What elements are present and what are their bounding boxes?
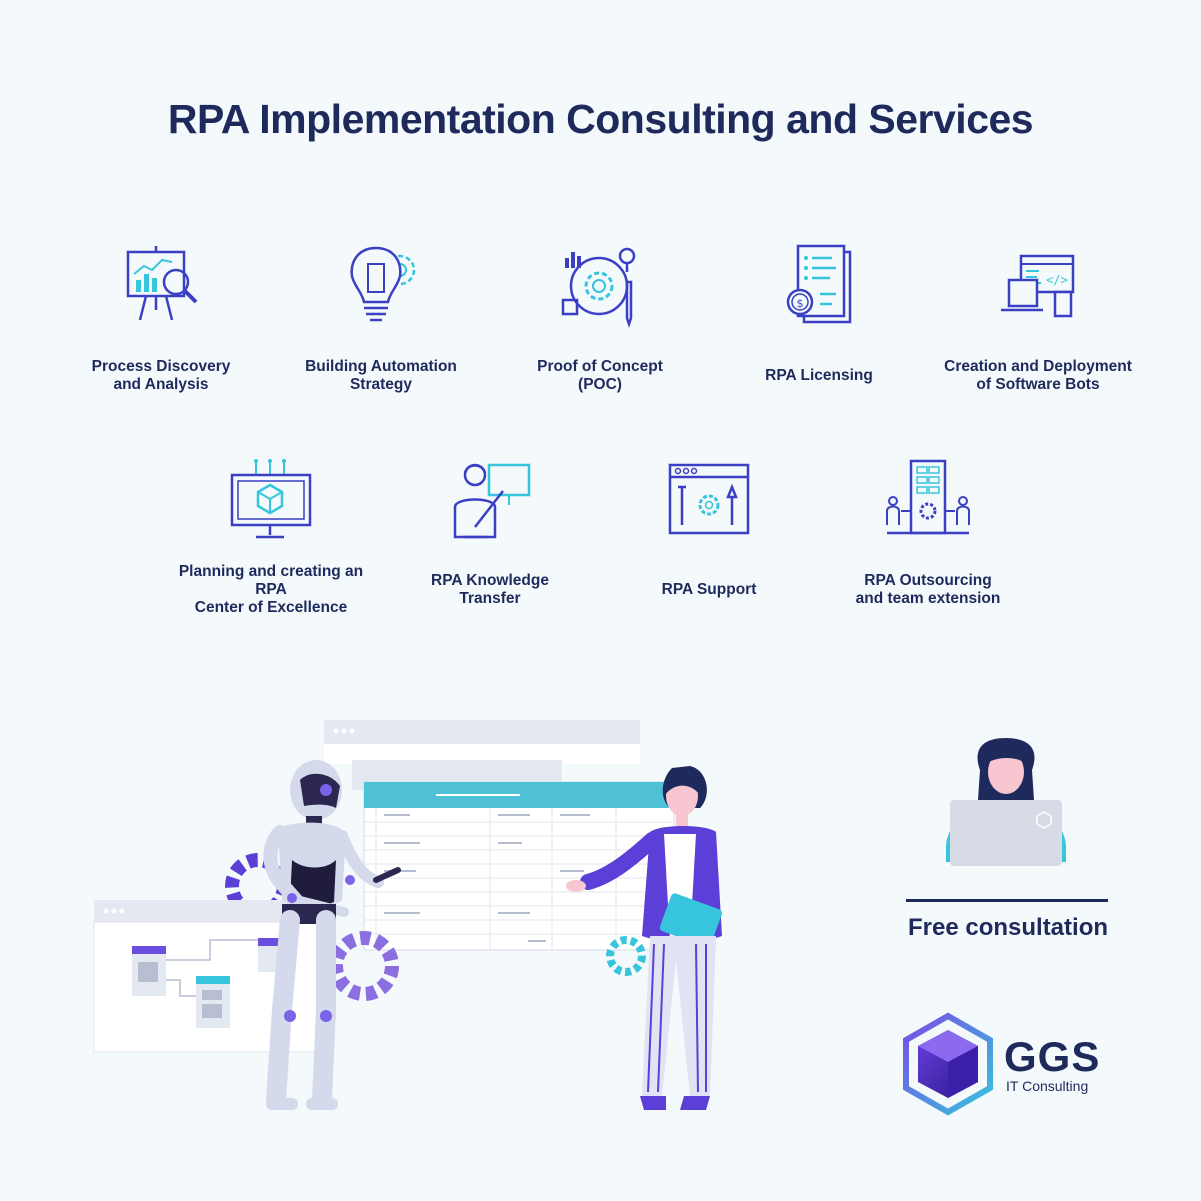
consultant-figure [566, 766, 723, 1110]
team-extension-icon [886, 459, 970, 535]
consultation-divider [906, 899, 1108, 902]
svg-text:</>: </> [1046, 273, 1068, 287]
concept-gear-icon [561, 247, 636, 328]
teacher-board-icon [453, 463, 531, 539]
robot-and-consultant-illustration [93, 720, 723, 1110]
support-tools-icon [668, 463, 750, 535]
free-consultation-label[interactable]: Free consultation [907, 914, 1109, 941]
service-label: RPA Support [661, 581, 757, 598]
license-document-icon: $ [786, 244, 852, 324]
brand-name: GGS [1004, 1033, 1101, 1080]
service-rpa-licensing: $ RPA Licensing [709, 240, 929, 384]
monitor-cube-icon [230, 459, 312, 539]
service-rpa-support: RPA Support [599, 455, 819, 598]
devices-code-icon: </> [1001, 254, 1075, 318]
service-proof-of-concept: Proof of Concept(POC) [490, 240, 710, 393]
service-label: Proof of Concept(POC) [537, 358, 663, 393]
page-title: RPA Implementation Consulting and Servic… [167, 96, 1034, 142]
svg-text:$: $ [797, 297, 804, 310]
robot-figure [263, 760, 401, 1110]
presentation-analytics-icon [126, 246, 198, 321]
service-label: RPA Licensing [765, 367, 873, 384]
brand-tagline: IT Consulting [1006, 1078, 1089, 1094]
lightbulb-strategy-icon [350, 246, 416, 322]
